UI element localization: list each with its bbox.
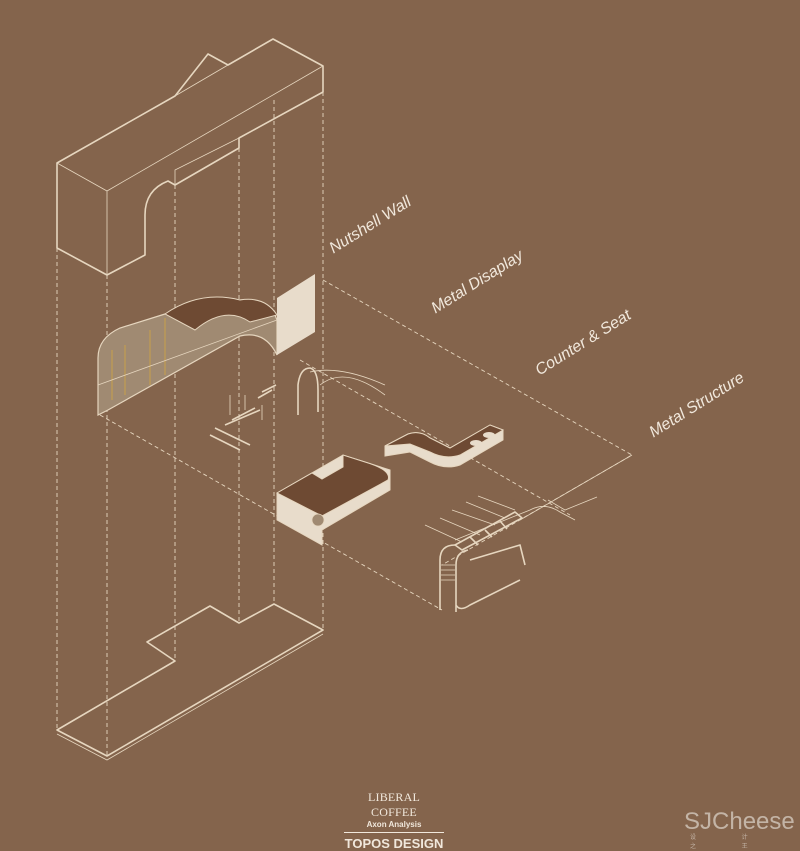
project-title: LIBERAL COFFEE [367,790,421,819]
watermark-brand: SJCheese [684,808,795,835]
project-subtitle: Axon Analysis [344,820,444,833]
studio-name: TOPOS DESIGN [344,836,444,851]
watermark: SJCheese 设 计 之 王 [684,808,800,850]
nutshell-wall-base [56,603,324,761]
watermark-sub: 设 计 之 王 [690,835,770,850]
projection-lines [56,92,633,756]
metal-display [97,274,315,416]
seat [384,424,505,468]
metal-structure [424,454,633,612]
credits-block: LIBERAL COFFEE Axon Analysis TOPOS DESIG… [344,790,444,851]
nutshell-wall-top [56,38,324,276]
counter [275,454,391,546]
metal-frame-pieces [209,367,386,451]
